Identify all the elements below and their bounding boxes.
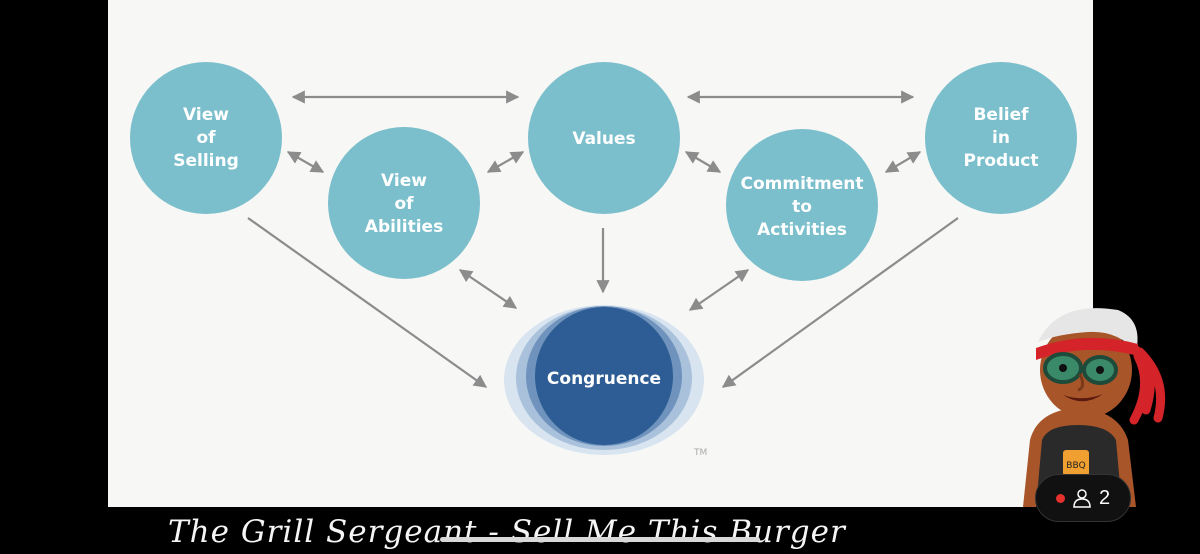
- node-label-line: Belief: [973, 105, 1029, 125]
- node-belief-in-product: Belief in Product: [925, 62, 1077, 214]
- node-label-line: Activities: [757, 220, 847, 240]
- arrow-abilities-values: [486, 151, 525, 173]
- node-label-line: Selling: [173, 151, 239, 171]
- node-label-line: Congruence: [547, 369, 661, 389]
- playback-scrubber[interactable]: [440, 537, 760, 542]
- live-viewers-badge[interactable]: 2: [1035, 474, 1131, 522]
- arrow-values-commitment: [684, 151, 722, 173]
- node-label-line: of: [394, 194, 414, 214]
- node-label-line: View: [381, 171, 427, 191]
- node-values: Values: [528, 62, 680, 214]
- congruence-diagram: View of Selling View of Abilities Values…: [130, 62, 1077, 458]
- node-label-line: Commitment: [740, 174, 863, 194]
- node-congruence: Congruence: [504, 305, 704, 455]
- arrow-commitment-congruence: [688, 269, 750, 311]
- node-label-line: Abilities: [365, 217, 443, 237]
- node-view-of-selling: View of Selling: [130, 62, 282, 214]
- node-commitment-to-activities: Commitment to Activities: [726, 129, 878, 281]
- arrow-selling-congruence: [247, 217, 488, 388]
- person-icon: [1073, 489, 1091, 508]
- live-indicator-dot: [1055, 493, 1065, 503]
- arrow-abilities-congruence: [458, 269, 518, 309]
- video-caption: The Grill Sergeant - Sell Me This Burger: [168, 514, 846, 550]
- arrow-commitment-belief: [884, 151, 922, 173]
- node-label-line: Values: [572, 129, 635, 149]
- presentation-slide: View of Selling View of Abilities Values…: [108, 0, 1166, 507]
- trademark-mark: TM: [693, 448, 707, 458]
- node-label-line: to: [792, 197, 812, 217]
- node-label-line: of: [196, 128, 216, 148]
- arrow-belief-congruence: [721, 217, 959, 388]
- node-label-line: in: [992, 128, 1010, 148]
- node-label-line: View: [183, 105, 229, 125]
- arrow-selling-abilities: [286, 151, 325, 173]
- node-view-of-abilities: View of Abilities: [328, 127, 480, 279]
- viewer-count: 2: [1098, 486, 1111, 509]
- svg-text:BBQ: BBQ: [1066, 461, 1085, 471]
- node-label-line: Product: [964, 151, 1039, 171]
